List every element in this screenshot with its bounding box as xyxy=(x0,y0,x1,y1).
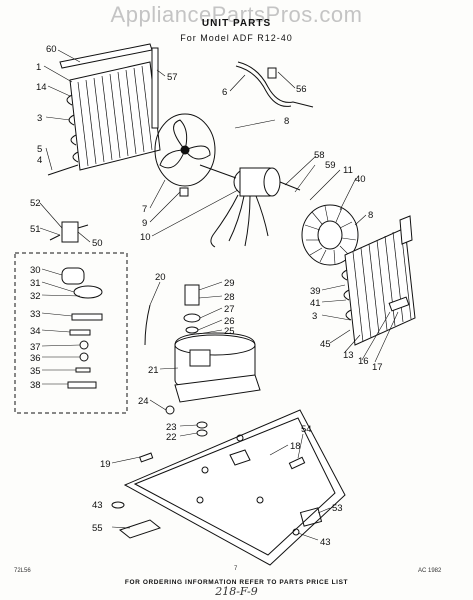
callout: 27 xyxy=(224,304,235,315)
callout: 53 xyxy=(332,503,343,514)
callout: 9 xyxy=(142,218,147,229)
switch-assembly xyxy=(49,221,89,243)
copper-tube xyxy=(235,61,314,108)
callout: 10 xyxy=(140,232,151,243)
callout: 50 xyxy=(92,238,103,249)
callout: 8 xyxy=(284,116,289,127)
left-code: 72L56 xyxy=(14,568,31,574)
fan-motor xyxy=(199,164,301,248)
callout: 60 xyxy=(46,44,57,55)
callout: 21 xyxy=(148,365,159,376)
handwritten-note: 218-F-9 xyxy=(215,585,258,598)
callout: 43 xyxy=(320,537,331,548)
callout: 33 xyxy=(30,309,41,320)
callout: 1 xyxy=(36,62,41,73)
compressor xyxy=(165,284,261,437)
mounting-hardware xyxy=(111,501,323,539)
callout: 25 xyxy=(224,326,235,337)
callout: 5 xyxy=(37,144,42,155)
callout: 28 xyxy=(224,292,235,303)
callout: 3 xyxy=(312,311,317,322)
leader-lines xyxy=(39,49,399,541)
evaporator-coil xyxy=(341,215,416,346)
callout: 17 xyxy=(372,362,383,373)
callout: 57 xyxy=(167,72,178,83)
right-code: AC 1982 xyxy=(418,568,442,574)
diagram-title: UNIT PARTS xyxy=(201,18,272,29)
callout: 58 xyxy=(314,150,325,161)
callout: 35 xyxy=(30,366,41,377)
callout: 24 xyxy=(138,396,149,407)
callout: 38 xyxy=(30,380,41,391)
callout: 13 xyxy=(343,350,354,361)
callout: 59 xyxy=(325,160,336,171)
condenser-fan xyxy=(154,113,216,197)
electrical-box-outline xyxy=(14,252,128,414)
callout: 56 xyxy=(296,84,307,95)
callout: 55 xyxy=(92,523,103,534)
ordering-note: FOR ORDERING INFORMATION REFER TO PARTS … xyxy=(124,579,349,586)
callout: 31 xyxy=(30,278,41,289)
base-pan xyxy=(123,409,346,566)
callout: 39 xyxy=(310,286,321,297)
wire-lead xyxy=(144,304,151,346)
model-subtitle: For Model ADF R12-40 xyxy=(180,33,293,43)
callout: 8 xyxy=(368,210,373,221)
callout: 18 xyxy=(290,441,301,452)
callout-labels: 60 57 1 14 3 5 4 7 9 10 6 56 8 58 59 11 … xyxy=(30,44,383,548)
callout: 36 xyxy=(30,353,41,364)
callout: 45 xyxy=(320,339,331,350)
condenser-coil-top xyxy=(47,43,161,176)
callout: 32 xyxy=(30,291,41,302)
callout: 3 xyxy=(37,113,42,124)
callout: 26 xyxy=(224,316,235,327)
callout: 19 xyxy=(100,459,111,470)
callout: 23 xyxy=(166,422,177,433)
callout: 20 xyxy=(155,272,166,283)
callout: 43 xyxy=(92,500,103,511)
callout: 11 xyxy=(343,165,353,176)
blower-wheel xyxy=(301,204,359,266)
callout: 16 xyxy=(358,356,369,367)
callout: 7 xyxy=(142,204,147,215)
callout: 41 xyxy=(310,298,321,309)
watermark: AppliancePartsPros.com xyxy=(110,2,363,27)
callout: 54 xyxy=(301,424,312,435)
callout: 37 xyxy=(30,342,41,353)
callout: 4 xyxy=(37,155,42,166)
callout: 40 xyxy=(355,174,366,185)
callout: 30 xyxy=(30,265,41,276)
callout: 51 xyxy=(30,224,41,235)
callout: 29 xyxy=(224,278,235,289)
page-number: 7 xyxy=(234,566,238,572)
callout: 6 xyxy=(222,87,227,98)
callout: 22 xyxy=(166,432,177,443)
callout: 14 xyxy=(36,82,47,93)
callout: 34 xyxy=(30,326,41,337)
callout: 52 xyxy=(30,198,41,209)
